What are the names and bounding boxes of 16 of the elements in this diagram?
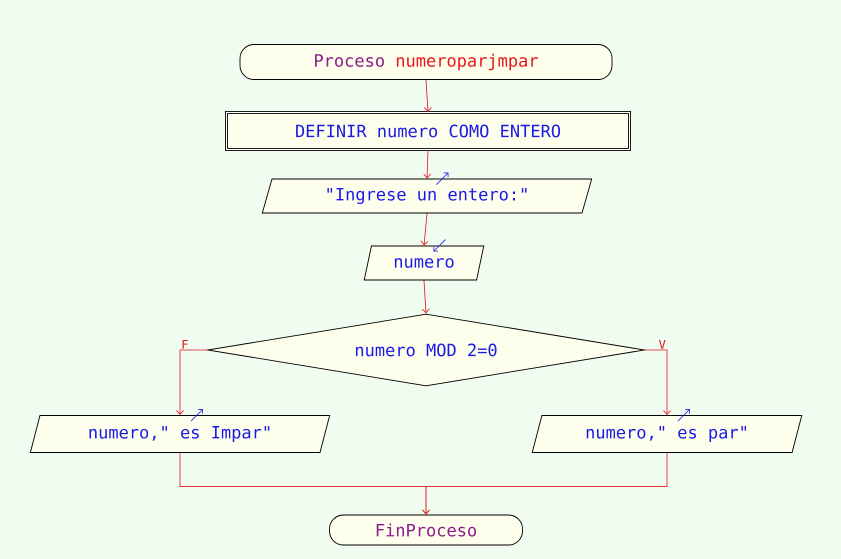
io-parallelogram: numero," es par" (532, 415, 802, 453)
arrow (176, 350, 208, 416)
terminal-box: Proceso numeroparjmpar (240, 44, 612, 80)
arrow (420, 213, 428, 246)
terminal-box: FinProceso (329, 514, 523, 546)
arrow (422, 452, 668, 515)
process-box: DEFINIR numero COMO ENTERO (225, 111, 631, 151)
arrow (422, 280, 430, 314)
arrow (423, 150, 432, 179)
arrow (424, 80, 432, 112)
io-parallelogram: "Ingrese un entero:" (262, 178, 592, 214)
io-parallelogram: numero (364, 246, 484, 280)
edge-label: V (658, 340, 666, 349)
io-parallelogram: numero," es Impar" (30, 415, 330, 453)
edge-label: F (182, 340, 188, 349)
arrow (644, 350, 671, 416)
